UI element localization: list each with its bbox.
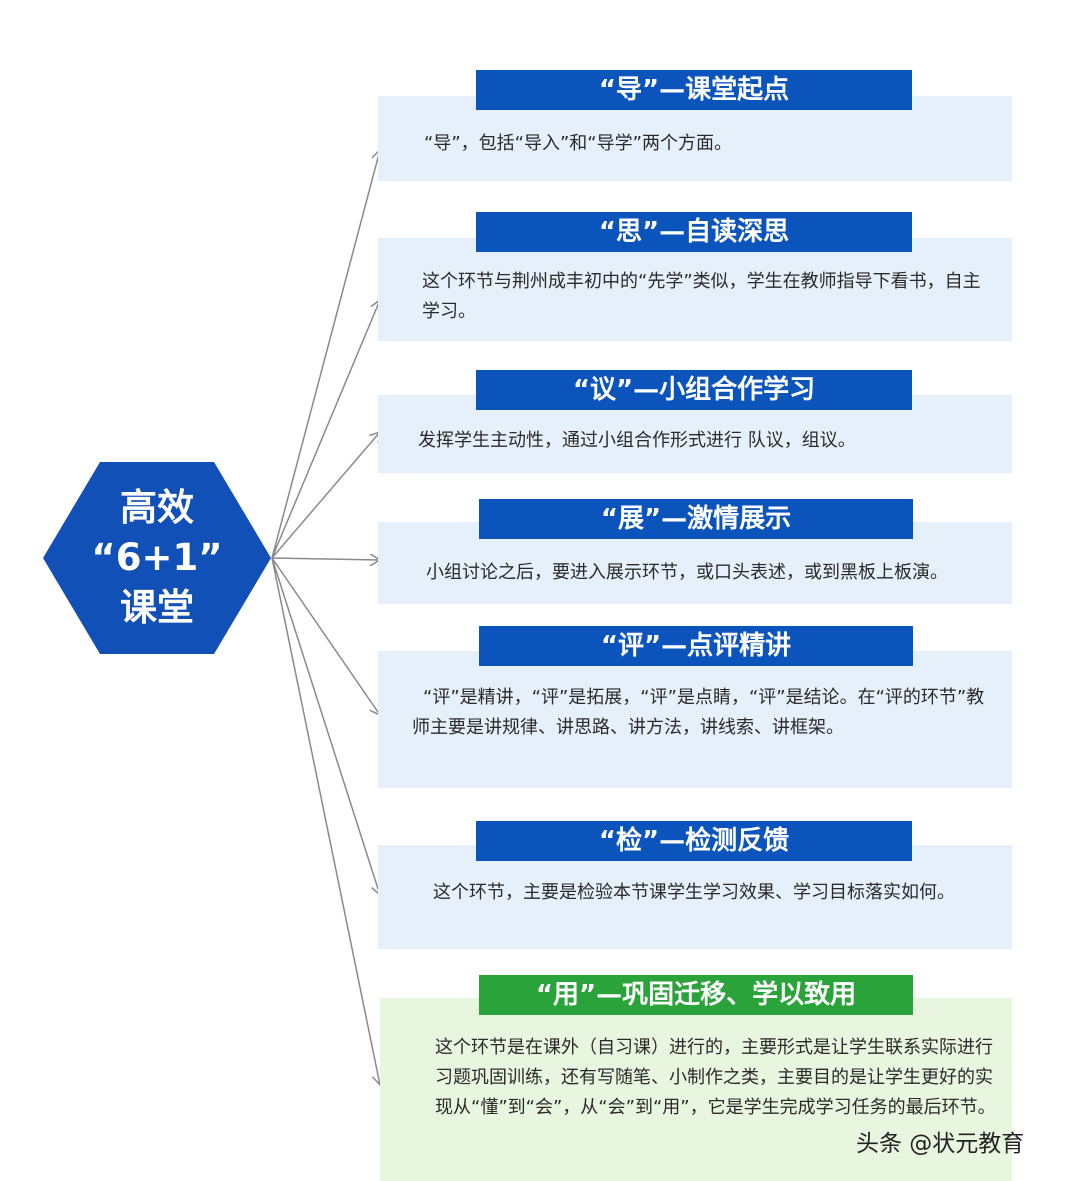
watermark-text: 头条 @状元教育 <box>856 1131 1025 1157</box>
connector-yong <box>271 557 380 1085</box>
center-line-3: 课堂 <box>120 586 194 629</box>
section-yong-body: 这个环节是在课外（自习课）进行的，主要形式是让学生联系实际进行习题巩固训练，还有… <box>435 1037 996 1118</box>
connector-si <box>271 300 380 559</box>
section-yi-body: 发挥学生主动性，通过小组合作形式进行 队议，组议。 <box>418 430 856 451</box>
section-zhan-body: 小组讨论之后，要进入展示环节，或口头表述，或到黑板上板演。 <box>426 562 948 583</box>
center-hexagon: 高效 “6+1” 课堂 <box>43 462 271 654</box>
section-zhan-title: “展”—激情展示 <box>479 499 913 539</box>
section-si-title: “思”—自读深思 <box>476 212 912 252</box>
section-ping-box <box>378 651 1012 788</box>
connector-jian <box>271 557 380 895</box>
section-si-box <box>378 238 1012 341</box>
section-ping-body: “评”是精讲，“评”是拓展，“评”是点睛，“评”是结论。在“评的环节”教师主要是… <box>412 687 985 738</box>
section-jian-title: “检”—检测反馈 <box>476 821 912 861</box>
connector-zhan <box>271 558 380 560</box>
section-jian-box <box>378 845 1012 949</box>
section-yong-title: “用”—巩固迁移、学以致用 <box>479 975 913 1015</box>
section-yong-box <box>380 998 1012 1181</box>
connector-ping <box>271 557 380 715</box>
section-yi-title: “议”—小组合作学习 <box>476 370 912 410</box>
section-jian-body: 这个环节，主要是检验本节课学生学习效果、学习目标落实如何。 <box>433 882 955 903</box>
connector-yi <box>271 432 380 559</box>
center-line-2: “6+1” <box>91 536 223 579</box>
section-ping-title: “评”—点评精讲 <box>479 626 913 666</box>
connector-dao <box>271 150 380 559</box>
section-dao-body: “导”，包括“导入”和“导学”两个方面。 <box>424 133 732 154</box>
center-line-1: 高效 <box>120 486 194 529</box>
section-si-body: 这个环节与荆州成丰初中的“先学”类似，学生在教师指导下看书，自主学习。 <box>422 271 981 322</box>
section-dao-title: “导”—课堂起点 <box>476 70 912 110</box>
section-dao-box <box>378 96 1012 181</box>
